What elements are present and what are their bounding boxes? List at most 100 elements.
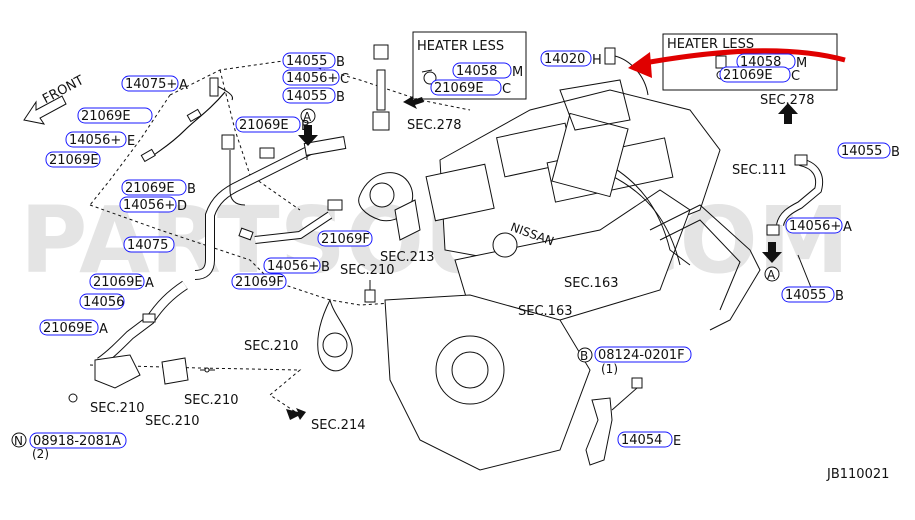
part-code-text[interactable]: 14056+ bbox=[69, 133, 121, 148]
part-code-text[interactable]: 14056+ bbox=[286, 71, 338, 86]
marker-b: B bbox=[577, 347, 593, 363]
part-code-text[interactable]: 14055 bbox=[286, 89, 327, 104]
part-code-box[interactable] bbox=[77, 107, 153, 124]
part-code-box[interactable] bbox=[235, 116, 301, 133]
part-code-box[interactable] bbox=[231, 273, 287, 290]
part-code-text[interactable]: 14056+ bbox=[123, 198, 175, 213]
part-code-box[interactable] bbox=[594, 346, 692, 363]
part-code-box[interactable] bbox=[781, 286, 835, 303]
part-variant-suffix: E bbox=[673, 434, 681, 449]
part-code-text[interactable]: 21069E bbox=[81, 109, 131, 124]
part-callout-p21[interactable]: 14056 bbox=[79, 293, 125, 310]
part-code-box[interactable] bbox=[719, 66, 791, 83]
part-code-box[interactable] bbox=[540, 50, 592, 67]
part-code-box[interactable] bbox=[282, 69, 340, 86]
part-code-text[interactable]: 14055 bbox=[286, 54, 327, 69]
part-code-text[interactable]: 21069E bbox=[434, 81, 484, 96]
part-callout-p17[interactable]: 21069F bbox=[317, 230, 373, 247]
part-code-box[interactable] bbox=[65, 131, 127, 148]
part-callout-p19[interactable]: 21069F bbox=[231, 273, 287, 290]
part-code-text[interactable]: 14020 bbox=[544, 52, 585, 67]
qty-b: (1) bbox=[601, 362, 618, 376]
part-callout-p9[interactable]: 14075+A bbox=[121, 75, 188, 93]
part-code-box[interactable] bbox=[282, 87, 336, 104]
part-code-text[interactable]: 21069E bbox=[49, 153, 99, 168]
marker-a-left: A bbox=[300, 108, 316, 124]
part-code-text[interactable]: 14058 bbox=[456, 64, 497, 79]
section-ref-sec210-d: SEC.210 bbox=[184, 393, 239, 408]
part-code-text[interactable]: 14056 bbox=[83, 295, 124, 310]
part-code-box[interactable] bbox=[89, 273, 145, 290]
part-code-box[interactable] bbox=[45, 151, 101, 168]
part-callout-p16[interactable]: 14075 bbox=[123, 236, 175, 253]
part-code-box[interactable] bbox=[263, 257, 321, 274]
part-callout-p22[interactable]: 21069E A bbox=[39, 319, 108, 337]
part-callout-p26[interactable]: 08124-0201F bbox=[594, 346, 692, 363]
part-code-box[interactable] bbox=[317, 230, 373, 247]
part-callout-p12[interactable]: 21069E bbox=[45, 151, 101, 168]
part-variant-suffix: M bbox=[512, 65, 523, 80]
part-code-box[interactable] bbox=[785, 217, 843, 234]
arrow-right-icon-sec214 bbox=[286, 408, 306, 420]
part-code-box[interactable] bbox=[617, 431, 673, 448]
part-variant-suffix: D bbox=[177, 199, 187, 214]
front-arrow-icon bbox=[23, 95, 67, 125]
part-callout-p4[interactable]: 14058 M bbox=[452, 62, 523, 80]
part-callout-p10[interactable]: 21069E bbox=[77, 107, 153, 124]
part-code-text[interactable]: 21069E bbox=[239, 118, 289, 133]
part-code-text[interactable]: 14056+ bbox=[267, 259, 319, 274]
part-callout-p18[interactable]: 14056+B bbox=[263, 257, 330, 275]
part-code-text[interactable]: 14058 bbox=[740, 55, 781, 70]
part-code-text[interactable]: 14056+ bbox=[789, 219, 841, 234]
part-code-text[interactable]: 21069E bbox=[43, 321, 93, 336]
part-code-text[interactable]: 21069F bbox=[321, 232, 370, 247]
part-code-text[interactable]: 08124-0201F bbox=[598, 348, 685, 363]
part-callout-p24[interactable]: 14056+A bbox=[785, 217, 852, 235]
part-code-text[interactable]: 21069E bbox=[125, 181, 175, 196]
part-callout-p27[interactable]: 14054 E bbox=[617, 431, 681, 449]
part-variant-suffix: A bbox=[843, 220, 852, 235]
part-code-box[interactable] bbox=[452, 62, 512, 79]
part-code-box[interactable] bbox=[121, 179, 187, 196]
part-code-box[interactable] bbox=[837, 142, 891, 159]
part-code-text[interactable]: 14054 bbox=[621, 433, 662, 448]
part-code-text[interactable]: 14055 bbox=[785, 288, 826, 303]
svg-text:A: A bbox=[767, 268, 776, 282]
part-callout-p11[interactable]: 14056+E bbox=[65, 131, 135, 149]
top-center-hoses bbox=[372, 44, 437, 131]
part-code-text[interactable]: 14075+ bbox=[125, 77, 177, 92]
part-code-text[interactable]: 21069F bbox=[235, 275, 284, 290]
part-code-box[interactable] bbox=[79, 293, 125, 310]
part-variant-suffix: A bbox=[99, 322, 108, 337]
part-code-box[interactable] bbox=[119, 196, 177, 213]
part-code-text[interactable]: 14075 bbox=[127, 238, 168, 253]
section-ref-sec213: SEC.213 bbox=[380, 250, 435, 265]
part-code-text[interactable]: 14055 bbox=[841, 144, 882, 159]
heater-less-left-title: HEATER LESS bbox=[417, 39, 504, 54]
part-code-box[interactable] bbox=[29, 432, 127, 449]
part-code-box[interactable] bbox=[121, 75, 179, 92]
part-code-text[interactable]: 08918-2081A bbox=[33, 434, 121, 449]
part-code-text[interactable]: 21069E bbox=[723, 68, 773, 83]
part-code-box[interactable] bbox=[39, 319, 99, 336]
part-code-box[interactable] bbox=[123, 236, 175, 253]
part-callout-p15[interactable]: 14056+D bbox=[119, 196, 187, 214]
part-code-text[interactable]: 21069E bbox=[93, 275, 143, 290]
highlight-arrow-head-icon bbox=[628, 52, 652, 78]
section-ref-sec210-b: SEC.210 bbox=[244, 339, 299, 354]
part-callout-p2[interactable]: 14056+C bbox=[282, 69, 349, 87]
part-code-box[interactable] bbox=[430, 79, 502, 96]
part-code-box[interactable] bbox=[282, 52, 336, 69]
part-callout-p28[interactable]: 08918-2081A bbox=[29, 432, 127, 449]
